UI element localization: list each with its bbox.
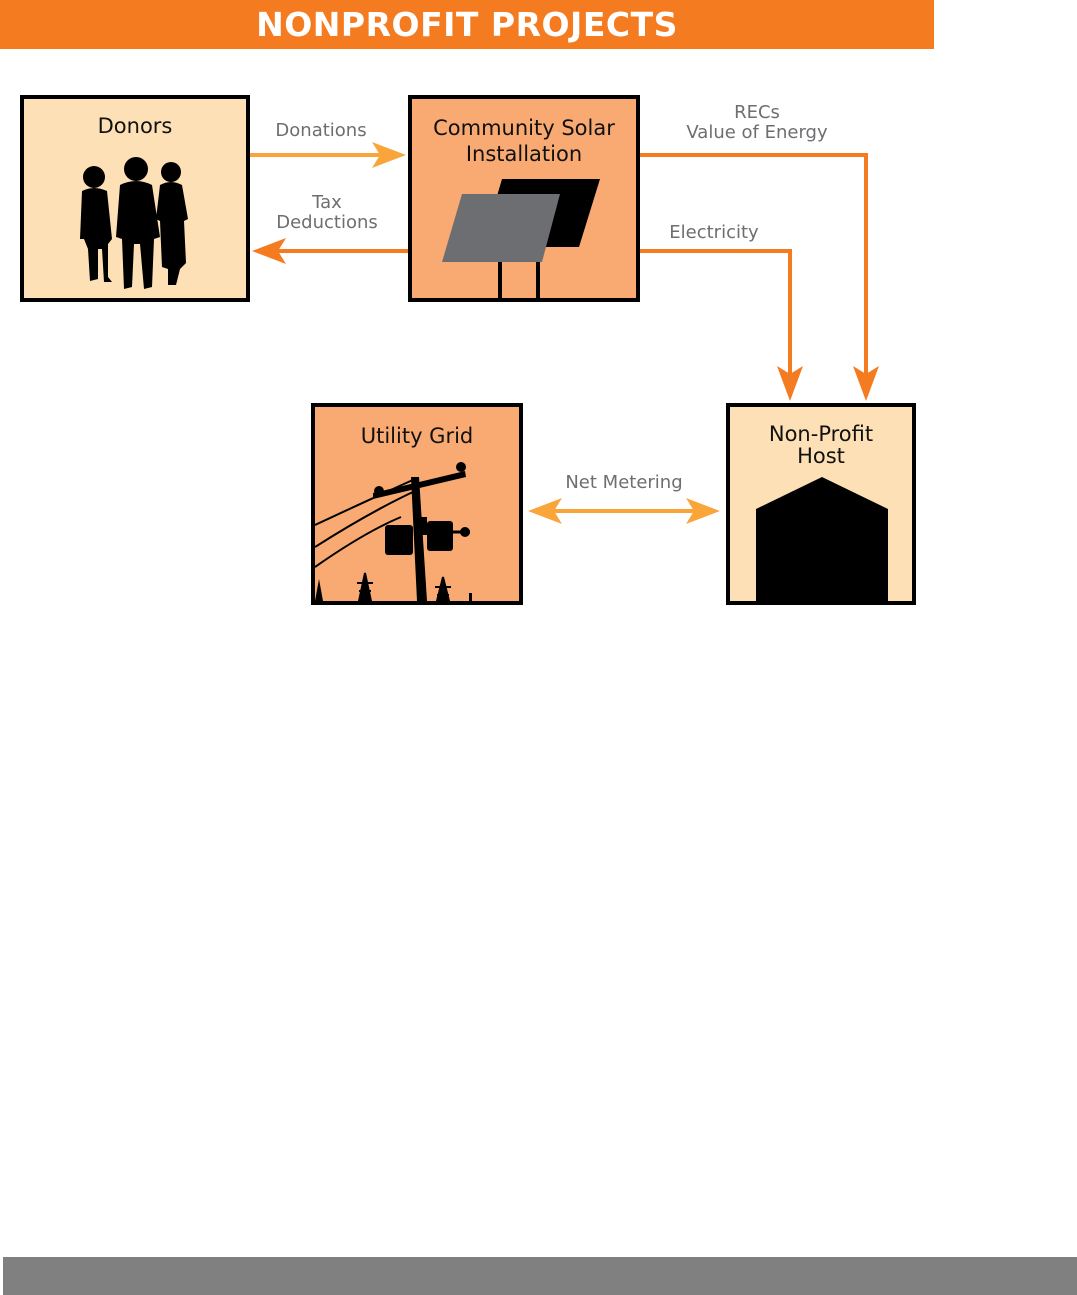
- solar-installation-title: Community Solar Installation: [433, 116, 615, 166]
- recs-arrow: [638, 153, 879, 401]
- nonprofit-host-title: Non-Profit Host: [768, 422, 874, 468]
- utility-grid-box: Utility Grid: [311, 403, 523, 605]
- header-banner: NONPROFIT PROJECTS: [0, 0, 934, 49]
- donors-title: Donors: [97, 114, 173, 138]
- solar-panel-icon: [442, 179, 600, 298]
- utility-pole-icon: [315, 462, 472, 601]
- solar-installation-box: Community Solar Installation: [408, 95, 640, 302]
- net-metering-label: Net Metering: [565, 472, 683, 493]
- utility-grid-title: Utility Grid: [360, 424, 474, 448]
- tax-deductions-arrow: [252, 238, 410, 264]
- page-title: NONPROFIT PROJECTS: [256, 5, 678, 44]
- tax-deductions-label: Tax Deductions: [276, 192, 378, 233]
- donations-label: Donations: [275, 120, 367, 141]
- electricity-label: Electricity: [669, 222, 759, 243]
- donors-box: Donors: [20, 95, 250, 302]
- electricity-arrow: [638, 249, 803, 401]
- people-silhouette-icon: [80, 157, 188, 289]
- building-silhouette-icon: [756, 477, 888, 601]
- nonprofit-host-box: Non-Profit Host: [726, 403, 916, 605]
- recs-value-label: RECs Value of Energy: [686, 102, 828, 143]
- donations-arrow: [250, 142, 406, 168]
- footer-bar: [3, 1257, 1077, 1295]
- net-metering-arrow: [528, 498, 720, 524]
